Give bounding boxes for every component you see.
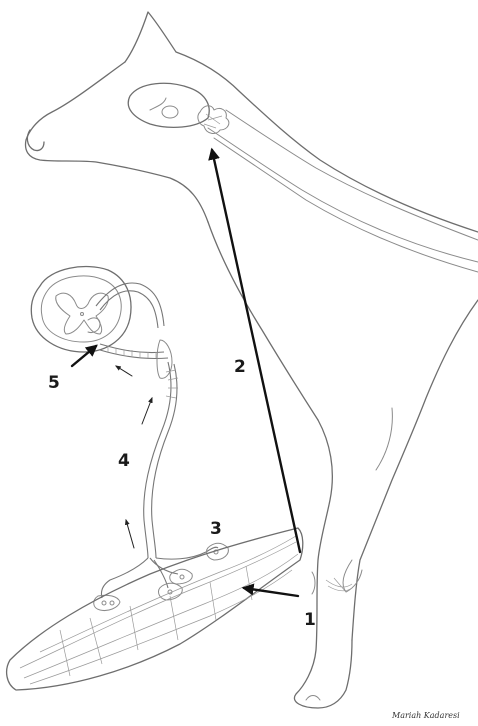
tendon-shading [326, 578, 352, 592]
muscle [7, 528, 303, 690]
label-2: 2 [234, 357, 246, 377]
label-5: 5 [48, 373, 60, 393]
brain [128, 83, 229, 133]
artist-signature: Mariah Kadaresi [391, 711, 460, 720]
big-arrows [72, 150, 300, 596]
arrow-to-synapse [72, 346, 96, 366]
nerve-pathway [96, 283, 218, 598]
label-4: 4 [118, 451, 130, 471]
label-1: 1 [304, 610, 316, 630]
arrow-small-1 [126, 520, 134, 548]
arrow-small-3 [116, 366, 132, 376]
label-3: 3 [210, 519, 222, 539]
spinal-cord-cross-section [31, 267, 131, 352]
arrow-ascending-to-brain [212, 150, 300, 552]
arrow-small-2 [142, 398, 152, 424]
